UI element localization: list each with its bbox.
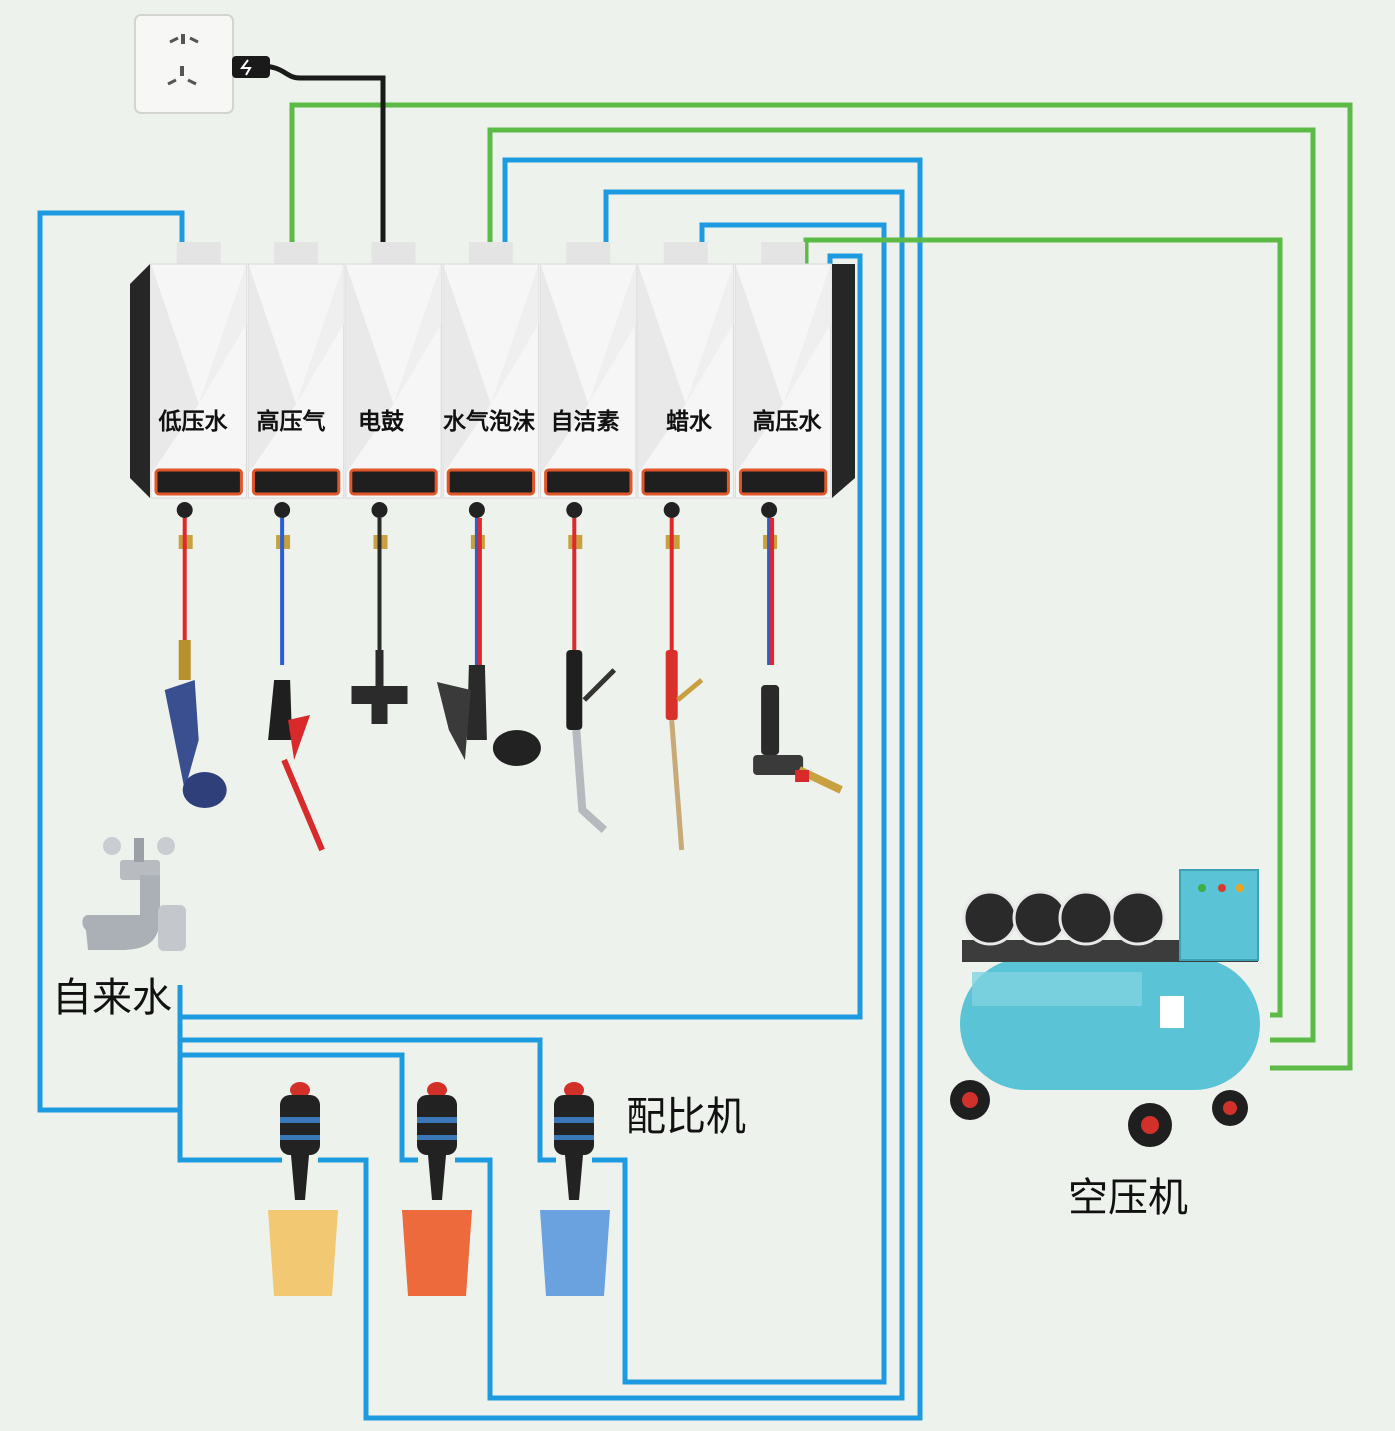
branch-to-proportioner-2-pipe [182,1052,418,1163]
lance-gun-icon [665,650,704,851]
proportioner-icon [417,1082,457,1200]
proportioner-1-to-foam-pipe [318,157,923,1421]
unit-label-low-pressure-water: 低压水 [158,408,228,435]
spray-gun-icon [164,640,227,808]
air-to-high-pressure-air-pipe [289,102,1353,1071]
power-socket-icon [134,14,270,114]
proportioners [280,1082,594,1200]
reel-module [247,242,345,852]
reel-inlet [176,242,221,264]
proportioner-3-to-wax-pipe [592,222,887,1385]
tap-water-trunk-pipe [177,985,282,1163]
air-compressor-icon [950,869,1260,1147]
reel-outlet [468,502,485,518]
unit-label-water-air-foam: 水气泡沫 [443,408,535,435]
pressure-gun-icon [753,685,843,794]
reel-outlet [566,502,583,518]
unit-label-wax-water: 蜡水 [666,408,712,435]
air-to-foam-pipe [487,127,1316,1043]
reel-outlet [274,502,291,518]
foam-gun-icon [436,665,541,766]
water-pipes [37,157,923,1421]
unit-label-high-pressure-air: 高压气 [256,408,326,435]
reel-inlet [371,242,416,264]
reel-module [150,242,247,808]
proportioner-2-to-self-clean-pipe [455,189,905,1401]
tap-to-high-pressure-water-pipe [182,253,863,1020]
reel-inlet [468,242,513,264]
reel-module [345,242,442,724]
compressor-label: 空压机 [1068,1175,1188,1221]
reel-inlet [274,242,319,264]
reel-outlet [371,502,388,518]
reel-module [734,242,843,794]
reel-outlet [663,502,680,518]
reel-module [436,242,541,766]
branch-to-proportioner-3-pipe [182,1037,556,1163]
bucket-icon [402,1210,472,1296]
tap-water-label: 自来水 [52,975,172,1021]
power-plug-icon [351,650,408,724]
proportioner-label: 配比机 [626,1094,746,1140]
air-pipes [289,102,1353,1071]
air-to-high-pressure-water-pipe [803,237,1283,1018]
reel-outlet [176,502,193,518]
air-blow-gun-icon [268,680,325,852]
reel-module [540,242,637,833]
unit-label-high-pressure-water: 高压水 [752,408,822,435]
proportioner-icon [280,1082,320,1200]
unit-label-self-clean: 自洁素 [550,408,620,435]
wand-gun-icon [566,650,617,833]
bucket-icon [268,1210,338,1296]
reel-cabinet [130,242,855,852]
reel-module [637,242,734,851]
proportioner-icon [554,1082,594,1200]
tap-water-to-low-pressure-pipe [37,210,185,1113]
reel-inlet [566,242,611,264]
bucket-icon [540,1210,610,1296]
reel-inlet [663,242,708,264]
reel-inlet [761,242,806,264]
faucet-icon [82,837,186,951]
power-cable [259,63,386,264]
unit-label-power-reel: 电鼓 [358,408,404,435]
reel-outlet [761,502,778,518]
